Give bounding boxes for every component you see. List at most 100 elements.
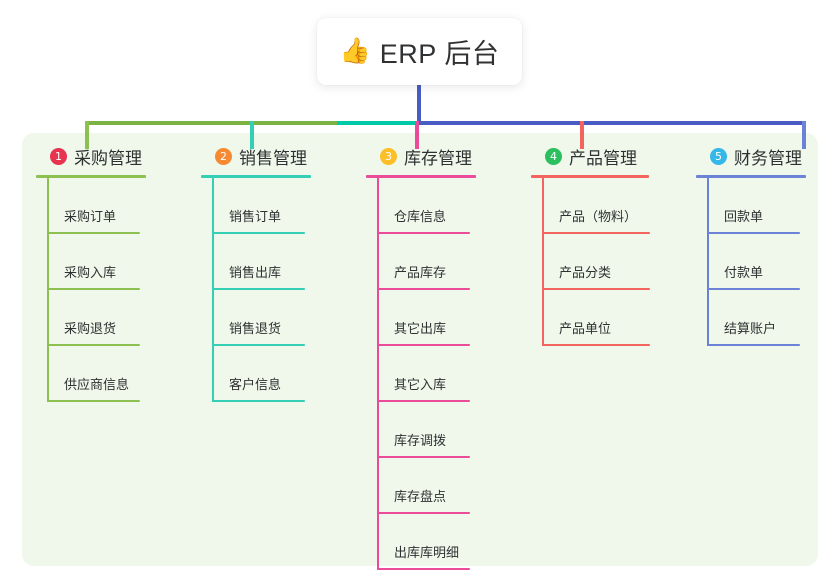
thumbs-up-icon: 👍	[339, 37, 371, 65]
branch-item[interactable]: 销售订单	[201, 178, 311, 234]
branch-item-label: 销售订单	[229, 209, 282, 224]
branch-header-underline	[696, 175, 806, 178]
branch-item-underline	[377, 288, 470, 290]
branch-item-list: 仓库信息产品库存其它出库其它入库库存调拨库存盘点出库库明细	[366, 178, 476, 570]
branch-header-underline	[201, 175, 311, 178]
root-node-card[interactable]: 👍 ERP 后台	[317, 18, 522, 85]
branch-item[interactable]: 结算账户	[696, 290, 806, 346]
branch-item[interactable]: 销售出库	[201, 234, 311, 290]
branch-item[interactable]: 产品库存	[366, 234, 476, 290]
drop-1	[85, 121, 89, 149]
branch-spine	[212, 178, 214, 402]
branch-item-underline	[377, 344, 470, 346]
branch-item[interactable]: 其它出库	[366, 290, 476, 346]
branch-item-label: 其它入库	[394, 377, 447, 392]
connector-bar-middle	[337, 121, 417, 125]
branch-item-underline	[212, 400, 305, 402]
drop-3	[415, 121, 419, 149]
connector-bar-left	[85, 121, 337, 125]
branch-title: 财务管理	[734, 148, 802, 168]
branch-item[interactable]: 其它入库	[366, 346, 476, 402]
branch-title: 采购管理	[74, 148, 142, 168]
branch-item[interactable]: 产品分类	[531, 234, 650, 290]
branch-item-underline	[377, 512, 470, 514]
branch-item-label: 仓库信息	[394, 209, 447, 224]
branch-item-underline	[47, 400, 140, 402]
branch-item-label: 销售出库	[229, 265, 282, 280]
branch-item-label: 库存调拨	[394, 433, 447, 448]
branch-item[interactable]: 库存调拨	[366, 402, 476, 458]
branch-item-label: 结算账户	[724, 321, 777, 336]
root-node-title: ERP 后台	[379, 39, 500, 69]
branch-header-4[interactable]: 4 产品管理	[531, 144, 649, 168]
branch-item-list: 采购订单采购入库采购退货供应商信息	[36, 178, 146, 402]
branch-item-label: 回款单	[724, 209, 764, 224]
branch-item-underline	[377, 400, 470, 402]
branch-header-underline	[366, 175, 476, 178]
branch-number-badge: 4	[545, 147, 562, 165]
branch-item-underline	[212, 288, 305, 290]
drop-5	[802, 121, 806, 149]
branch-spine	[707, 178, 709, 346]
branch-item[interactable]: 库存盘点	[366, 458, 476, 514]
branch-item[interactable]: 采购退货	[36, 290, 146, 346]
branch-item[interactable]: 仓库信息	[366, 178, 476, 234]
branch-item[interactable]: 客户信息	[201, 346, 311, 402]
drop-4	[580, 121, 584, 149]
branch-item[interactable]: 回款单	[696, 178, 806, 234]
branch-header-1[interactable]: 1 采购管理	[36, 144, 146, 168]
connector-stem-main	[417, 85, 421, 125]
branch-column-3: 3 库存管理仓库信息产品库存其它出库其它入库库存调拨库存盘点出库库明细	[366, 144, 476, 570]
branch-item[interactable]: 采购入库	[36, 234, 146, 290]
drop-2	[250, 121, 254, 149]
branch-item-label: 出库库明细	[394, 545, 460, 560]
branch-item-label: 产品库存	[394, 265, 447, 280]
branch-item-label: 采购退货	[64, 321, 117, 336]
branch-number-badge: 1	[50, 147, 67, 165]
branch-item-underline	[707, 344, 800, 346]
branch-item[interactable]: 付款单	[696, 234, 806, 290]
branch-number-badge: 3	[380, 147, 397, 165]
branch-title: 产品管理	[569, 148, 637, 168]
branch-item[interactable]: 产品（物料）	[531, 178, 650, 234]
branch-item[interactable]: 销售退货	[201, 290, 311, 346]
diagram-background-panel	[22, 133, 818, 566]
branch-item-label: 产品分类	[559, 265, 612, 280]
branch-item-label: 供应商信息	[64, 377, 130, 392]
branch-item-list: 回款单付款单结算账户	[696, 178, 806, 346]
branch-spine	[47, 178, 49, 402]
branch-item-underline	[377, 568, 470, 570]
branch-item-label: 其它出库	[394, 321, 447, 336]
branch-item[interactable]: 出库库明细	[366, 514, 476, 570]
branch-item-underline	[707, 232, 800, 234]
branch-item-label: 采购入库	[64, 265, 117, 280]
branch-item-underline	[47, 288, 140, 290]
branch-item[interactable]: 采购订单	[36, 178, 146, 234]
branch-item-label: 付款单	[724, 265, 764, 280]
branch-item-underline	[542, 232, 650, 234]
branch-header-3[interactable]: 3 库存管理	[366, 144, 476, 168]
branch-item-underline	[542, 288, 650, 290]
branch-item-label: 客户信息	[229, 377, 282, 392]
branch-item[interactable]: 产品单位	[531, 290, 650, 346]
branch-item[interactable]: 供应商信息	[36, 346, 146, 402]
branch-header-underline	[36, 175, 146, 178]
branch-item-underline	[212, 232, 305, 234]
branch-spine	[377, 178, 379, 570]
branch-title: 库存管理	[404, 148, 472, 168]
branch-item-underline	[47, 232, 140, 234]
branch-title: 销售管理	[239, 148, 307, 168]
branch-item-underline	[47, 344, 140, 346]
branch-item-label: 采购订单	[64, 209, 117, 224]
branch-header-underline	[531, 175, 649, 178]
branch-item-underline	[542, 344, 650, 346]
branch-item-label: 产品单位	[559, 321, 612, 336]
branch-item-label: 产品（物料）	[559, 209, 638, 224]
branch-item-underline	[377, 456, 470, 458]
branch-item-underline	[377, 232, 470, 234]
branch-column-4: 4 产品管理产品（物料） 产品分类产品单位	[531, 144, 650, 346]
